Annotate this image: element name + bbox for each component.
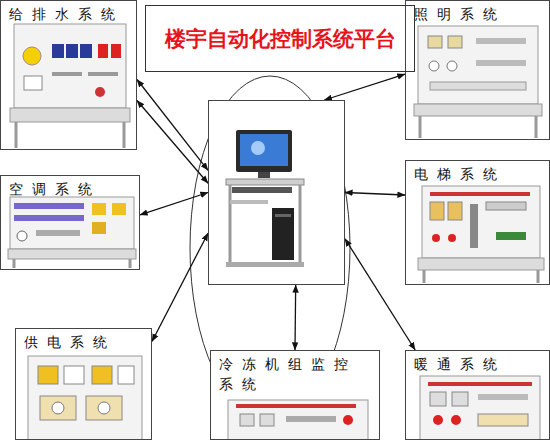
water-panel-picture: [10, 24, 130, 148]
title-text: 楼宇自动化控制系统平台: [165, 25, 396, 53]
system-name: 冷冻机组监控系统: [211, 351, 379, 394]
system-panel: 暖通系统: [405, 350, 550, 440]
lighting-panel-picture: [414, 26, 542, 138]
system-name: 照明系统: [406, 1, 549, 24]
system-panel: 照明系统: [405, 0, 550, 140]
connector-arrow: [345, 193, 405, 196]
title-box: 楼宇自动化控制系统平台: [145, 5, 415, 72]
system-panel: 给排水系统: [0, 0, 137, 150]
connector-arrow: [137, 101, 208, 184]
hvac-panel-picture: [420, 376, 540, 440]
system-panel: 电梯系统: [405, 160, 550, 285]
chiller-panel-picture: [228, 400, 368, 440]
system-name: 电梯系统: [406, 161, 549, 184]
computer-box: [208, 100, 345, 285]
system-name: 暖通系统: [406, 351, 549, 374]
system-panel: 空调系统: [0, 175, 140, 270]
connector-arrow: [137, 80, 208, 171]
system-name: 空调系统: [1, 176, 139, 199]
connector-arrow: [152, 233, 208, 341]
connector-arrow: [140, 193, 208, 215]
system-name: 给排水系统: [1, 1, 136, 24]
system-panel: 冷冻机组监控系统: [210, 350, 380, 440]
computer-picture: [226, 130, 304, 267]
elevator-panel-picture: [418, 186, 544, 283]
aircon-panel-picture: [8, 197, 136, 268]
power-panel-picture: [28, 356, 142, 440]
system-panel: 供电系统: [15, 328, 152, 440]
connector-arrow: [324, 74, 405, 100]
connector-arrow: [294, 285, 296, 350]
system-name: 供电系统: [16, 329, 151, 352]
